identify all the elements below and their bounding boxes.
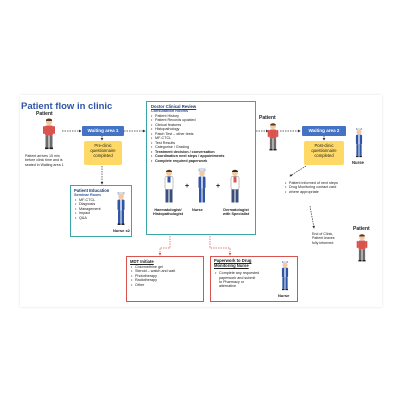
nurse-figure-paperwork (281, 261, 289, 291)
seminar-room-label: Seminar Room (74, 193, 101, 197)
haematologist-figure (164, 169, 174, 203)
list-item: Patient informed of next steps (285, 181, 338, 186)
arrow-doctor-to-paperwork (209, 236, 232, 256)
questionnaire-line: questionnaire (311, 148, 337, 153)
list-item: Complete any requested (215, 271, 259, 276)
arrow-notes-to-end (309, 205, 316, 229)
patient-figure-bottom (356, 234, 368, 262)
patient-label-bottom: Patient (353, 226, 370, 232)
mdt-header: MDT Initiate (130, 259, 154, 264)
end-of-clinic-note: End of Clinic, Patient leaves fully info… (312, 232, 352, 245)
plus-sign-1: + (185, 183, 189, 190)
haematologist-label: Haematologist/ Histopathologist (150, 208, 186, 217)
nurse-label-right: Nurse (352, 160, 364, 165)
dermatologist-label: Dermatologist with Specialist (217, 208, 255, 217)
patient-label-right: Patient (259, 115, 276, 121)
arrow-doctor-to-mdt (158, 236, 171, 256)
paperwork-continued: paperwork and submit to Pharmacy or alte… (219, 276, 255, 289)
mdt-initiate-box: MDT Initiate Chlormethine gel Steroid – … (126, 256, 204, 302)
education-list: MF-CTCL Diagnosis Management Impact Q&A (75, 198, 101, 221)
paperwork-header: Paperwork to Drug Monitoring Nurse (214, 258, 252, 268)
role-line: with Specialist (222, 212, 250, 217)
patient-figure-right (267, 123, 279, 151)
patient-education-box: Patient Education Seminar Room MF-CTCL D… (70, 185, 132, 237)
paperwork-header-line: Paperwork to Drug (214, 258, 252, 263)
page-title: Patient flow in clinic (21, 101, 113, 112)
mdt-list: Chlormethine gel Steroid – watch and wai… (131, 265, 175, 288)
arrival-note-line: seated in Waiting area 1 (25, 162, 64, 167)
end-note-line: fully informed (312, 240, 334, 245)
staff-figures: + + (164, 168, 240, 203)
list-item: Impact (75, 211, 101, 216)
list-item: Treatment decision / conversation (151, 150, 224, 155)
patient-figure-left (43, 118, 55, 150)
list-item: Patient History (151, 114, 224, 119)
arrival-note-line: Patient arrives 15 min (25, 154, 60, 158)
list-item: Patient Records updated (151, 118, 224, 123)
paperwork-list: Complete any requested (215, 271, 259, 276)
doctor-review-list: Patient History Patient Records updated … (151, 114, 224, 163)
paperwork-line: alternative (219, 284, 237, 289)
patient-label-left: Patient (36, 111, 53, 117)
role-line: Histopathologist (153, 212, 183, 217)
nurse-label-paperwork: Nurse (278, 293, 290, 298)
list-item: Clinical features (151, 123, 224, 128)
questionnaire-line: completed (314, 153, 334, 158)
questionnaire-line: Post-clinic (314, 143, 334, 148)
list-item: Diagnosis (75, 202, 101, 207)
end-note-line: End of Clinic, (312, 232, 334, 236)
next-steps-notes: Patient informed of next steps Drug Moni… (285, 181, 338, 195)
list-item: Test Results (151, 141, 224, 146)
doctor-review-header: Doctor Clinical Review (151, 104, 197, 109)
waiting-area-2: Waiting area 2 (302, 126, 346, 136)
paperwork-header-line: Monitoring Nurse (214, 262, 249, 268)
consultation-rooms-label: Consultation Rooms (151, 109, 189, 113)
list-item: Complete required paperwork (151, 159, 224, 164)
questionnaire-line: questionnaire (90, 148, 116, 153)
nurse-figure-review (198, 168, 206, 203)
arrow-quest-to-notes (289, 165, 307, 177)
list-item: Histopathology (151, 127, 224, 132)
arrival-note-line: before clinic time and is (25, 158, 63, 163)
list-item: MF-CTCL (151, 136, 224, 141)
list-item-continued: Coordination next steps / appointments (151, 154, 224, 159)
list-item: Categorise / Grading (151, 145, 224, 150)
note-continued-text: where appropriate (289, 189, 319, 194)
questionnaire-line: Pre-clinic (94, 143, 112, 148)
list-item: Chlormethine gel (131, 265, 175, 270)
list-item: MF-CTCL (75, 198, 101, 203)
role-line: Dermatologist (223, 208, 249, 212)
list-item: Other (131, 283, 175, 288)
nurse-x2-label: Nurse x2 (113, 228, 130, 233)
paperwork-box: Paperwork to Drug Monitoring Nurse Compl… (210, 256, 298, 302)
questionnaire-line: completed (93, 153, 113, 158)
paperwork-line: paperwork and submit (219, 275, 256, 280)
list-item: Management (75, 207, 101, 212)
list-item: Patch Test – other tests (151, 132, 224, 137)
list-item: Q&A (75, 216, 101, 221)
list-item: Drug Monitoring contact card (285, 185, 338, 190)
plus-sign-2: + (216, 183, 220, 190)
nurse-figure-education (117, 192, 125, 225)
patient-arrival-note: Patient arrives 15 min before clinic tim… (25, 154, 75, 167)
list-item-continued: where appropriate (285, 189, 338, 195)
role-line: Haematologist/ (154, 208, 182, 212)
end-note-line: Patient leaves (312, 236, 335, 241)
waiting-area-1: Waiting area 1 (82, 126, 124, 136)
paperwork-line: to Pharmacy or (219, 279, 245, 284)
nurse-figure-right (355, 128, 363, 158)
patient-education-header: Patient Education (74, 188, 110, 193)
list-item: Steroid – watch and wait (131, 269, 175, 274)
nurse-role-label: Nurse (192, 208, 203, 212)
doctor-review-box: Doctor Clinical Review Consultation Room… (146, 101, 256, 235)
list-item: Phototherapy (131, 274, 175, 279)
list-item: Radiotherapy (131, 278, 175, 283)
post-clinic-questionnaire: Post-clinic questionnaire completed (304, 141, 344, 165)
pre-clinic-questionnaire: Pre-clinic questionnaire completed (84, 141, 122, 165)
dermatologist-figure (230, 169, 240, 203)
